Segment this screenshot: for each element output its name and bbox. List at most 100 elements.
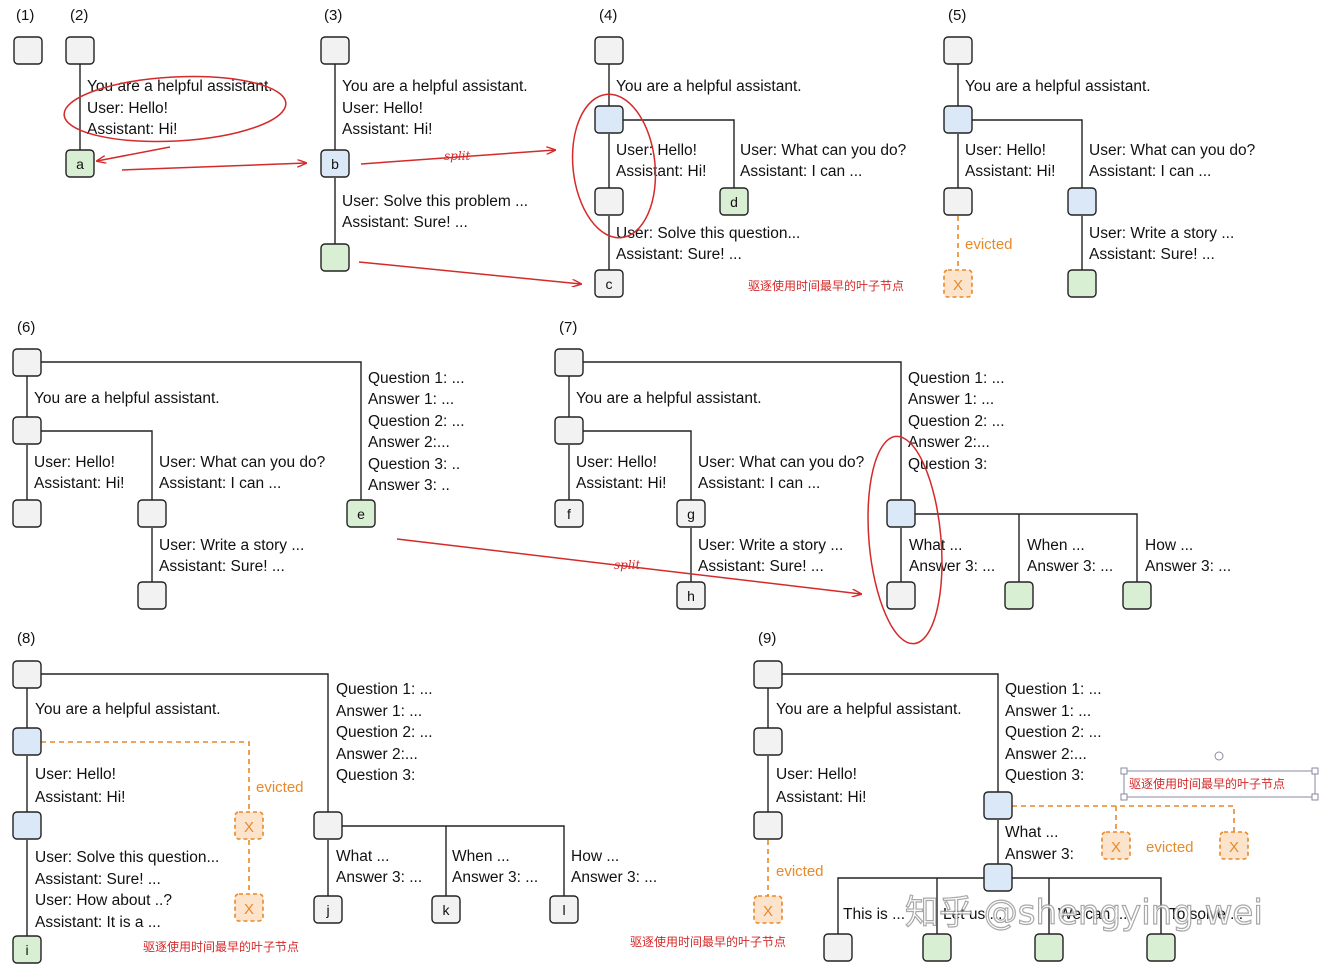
- svg-text:User: Hello!: User: Hello!: [576, 454, 657, 471]
- svg-text:Question 3:: Question 3:: [336, 767, 415, 784]
- svg-text:To solve ...: To solve ...: [1169, 906, 1243, 923]
- node-label-i: i: [25, 942, 28, 958]
- node-c: [594, 269, 624, 298]
- svg-text:Question 3:: Question 3:: [1005, 767, 1084, 784]
- node: [137, 581, 167, 610]
- svg-text:Answer 2:...: Answer 2:...: [336, 746, 418, 763]
- node: [594, 105, 624, 134]
- evicted-node-mark: X: [244, 901, 254, 918]
- panel-label: (6): [17, 319, 35, 336]
- evict-note: 驱逐使用时间最早的叶子节点: [748, 278, 904, 293]
- svg-text:Question 1: ...: Question 1: ...: [908, 370, 1005, 387]
- svg-text:Question 2: ...: Question 2: ...: [1005, 724, 1102, 741]
- node: [594, 187, 624, 216]
- node: [1004, 581, 1034, 610]
- svg-text:Assistant: Sure! ...: Assistant: Sure! ...: [159, 558, 285, 575]
- svg-text:When ...: When ...: [1027, 537, 1085, 554]
- panel-label: (5): [948, 7, 966, 24]
- node: [1122, 581, 1152, 610]
- svg-text:Assistant: Sure! ...: Assistant: Sure! ...: [342, 214, 468, 231]
- node: [1146, 933, 1176, 962]
- svg-text:Assistant: Hi!: Assistant: Hi!: [776, 789, 866, 806]
- node-root: [12, 660, 42, 689]
- panel-label: (9): [758, 630, 776, 647]
- node-letter-labels: a b c d e f g h i j k l: [25, 156, 737, 958]
- svg-text:User: How about ..?: User: How about ..?: [35, 892, 172, 909]
- node-d: [719, 187, 749, 216]
- evicted-node: [753, 895, 783, 924]
- svg-text:Assistant: I can ...: Assistant: I can ...: [698, 475, 820, 492]
- svg-text:Assistant: Hi!: Assistant: Hi!: [34, 475, 124, 492]
- node-label-c: c: [606, 276, 613, 292]
- evict-note: 驱逐使用时间最早的叶子节点: [143, 939, 299, 954]
- svg-text:User: What can you do?: User: What can you do?: [698, 454, 865, 471]
- node: [753, 811, 783, 840]
- panel-label: (3): [324, 7, 342, 24]
- node: [943, 187, 973, 216]
- svg-text:User: Hello!: User: Hello!: [87, 100, 168, 117]
- evicted-node-mark: X: [1229, 839, 1239, 856]
- node-label-a: a: [76, 156, 84, 172]
- node: [943, 105, 973, 134]
- svg-text:You are a helpful assistant.: You are a helpful assistant.: [616, 78, 802, 95]
- evicted-label: evicted: [965, 236, 1013, 253]
- svg-text:Answer 3: ...: Answer 3: ...: [336, 869, 422, 886]
- svg-text:You are a helpful assistant.: You are a helpful assistant.: [776, 701, 962, 718]
- node: [886, 581, 916, 610]
- node: [137, 499, 167, 528]
- node-root: [554, 348, 584, 377]
- node-root: [320, 36, 350, 65]
- evicted-node-mark: X: [244, 819, 254, 836]
- svg-text:Assistant: I can ...: Assistant: I can ...: [159, 475, 281, 492]
- node-l: [549, 895, 579, 924]
- evicted-label: evicted: [1146, 839, 1194, 856]
- node: [823, 933, 853, 962]
- evicted-node: [1101, 831, 1131, 860]
- svg-text:Assistant: Sure! ...: Assistant: Sure! ...: [1089, 246, 1215, 263]
- svg-text:You are a helpful assistant.: You are a helpful assistant.: [35, 701, 221, 718]
- svg-text:Answer 1: ...: Answer 1: ...: [336, 703, 422, 720]
- evicted-labels: evicted evicted evicted evicted: [256, 236, 1194, 880]
- svg-text:Question 3: ..: Question 3: ..: [368, 456, 460, 473]
- node-a: [65, 149, 95, 178]
- svg-text:Answer 1: ...: Answer 1: ...: [368, 391, 454, 408]
- svg-text:Assistant: It is a ...: Assistant: It is a ...: [35, 914, 161, 931]
- svg-text:User: Hello!: User: Hello!: [616, 142, 697, 159]
- svg-text:User: Hello!: User: Hello!: [34, 454, 115, 471]
- node: [983, 791, 1013, 820]
- svg-text:User: Solve this problem ...: User: Solve this problem ...: [342, 193, 528, 210]
- node-i: [12, 935, 42, 964]
- node: [320, 243, 350, 272]
- svg-text:This is ...: This is ...: [843, 906, 905, 923]
- svg-text:You are a helpful assistant.: You are a helpful assistant.: [965, 78, 1151, 95]
- svg-text:User: Hello!: User: Hello!: [35, 766, 116, 783]
- svg-text:What ...: What ...: [1005, 824, 1058, 841]
- svg-text:User: Hello!: User: Hello!: [776, 766, 857, 783]
- tree-edges: [26, 64, 1162, 936]
- evict-note: 驱逐使用时间最早的叶子节点: [1129, 776, 1285, 791]
- svg-text:You are a helpful assistant.: You are a helpful assistant.: [576, 390, 762, 407]
- node: [12, 416, 42, 445]
- svg-text:Assistant: Sure! ...: Assistant: Sure! ...: [616, 246, 742, 263]
- svg-text:User: Write a story ...: User: Write a story ...: [159, 537, 304, 554]
- node: [886, 499, 916, 528]
- svg-text:Answer 3: ..: Answer 3: ..: [368, 477, 450, 494]
- evicted-node: [1219, 831, 1249, 860]
- svg-text:Let us ...: Let us ...: [943, 906, 1002, 923]
- svg-text:Answer 1: ...: Answer 1: ...: [908, 391, 994, 408]
- node: [983, 863, 1013, 892]
- node-root: [594, 36, 624, 65]
- node-label-h: h: [687, 588, 695, 604]
- evicted-node-mark: X: [763, 903, 773, 920]
- svg-text:Answer 1: ...: Answer 1: ...: [1005, 703, 1091, 720]
- tree-nodes: [12, 36, 1176, 964]
- evicted-node-mark: X: [1111, 839, 1121, 856]
- svg-text:User: Hello!: User: Hello!: [342, 100, 423, 117]
- svg-text:Assistant: Hi!: Assistant: Hi!: [576, 475, 666, 492]
- svg-text:Assistant: Hi!: Assistant: Hi!: [35, 789, 125, 806]
- node: [554, 416, 584, 445]
- node: [1034, 933, 1064, 962]
- svg-text:Question 2: ...: Question 2: ...: [336, 724, 433, 741]
- evict-note: 驱逐使用时间最早的叶子节点: [630, 934, 786, 949]
